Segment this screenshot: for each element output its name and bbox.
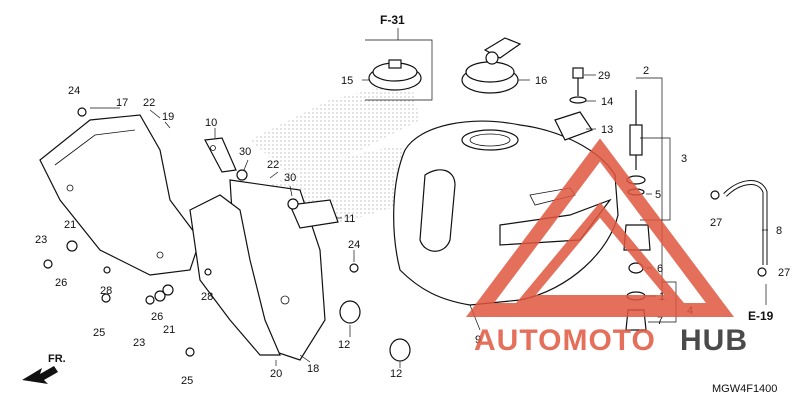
diagram-code: MGW4F1400: [712, 383, 777, 395]
callout-11: 11: [344, 213, 355, 225]
callout-16: 16: [535, 75, 547, 87]
svg-text:E-19: E-19: [748, 309, 774, 323]
callout-25-b: 25: [181, 375, 193, 387]
callout-12-a: 12: [338, 339, 350, 351]
watermark-logo: AUTOMOTO HUB: [466, 138, 748, 357]
bolt-29: [572, 67, 584, 96]
front-direction-arrow: FR.: [22, 353, 66, 384]
callout-5: 5: [655, 189, 661, 201]
callout-22-b: 22: [267, 159, 279, 171]
locking-fuel-cap-16: [461, 37, 522, 94]
callout-23-b: 23: [133, 337, 145, 349]
watermark-text-hub: HUB: [680, 324, 748, 357]
callout-27-a: 27: [710, 217, 722, 229]
callout-22-a: 22: [143, 97, 155, 109]
bracket-10: [204, 137, 237, 173]
callout-10: 10: [205, 117, 217, 129]
callout-8: 8: [776, 225, 782, 237]
callout-7: 7: [657, 315, 663, 327]
callout-2: 2: [643, 65, 649, 77]
callout-3: 3: [681, 153, 687, 165]
callout-15: 15: [341, 75, 353, 87]
fasteners: [43, 107, 767, 357]
callout-20: 20: [270, 368, 282, 380]
callout-24-b: 24: [348, 239, 360, 251]
washer-14: [569, 96, 587, 104]
callout-23-a: 23: [35, 234, 47, 246]
callout-21-b: 21: [163, 324, 175, 336]
fuel-cap-15: [368, 59, 422, 91]
reference-e19: E-19: [748, 309, 774, 323]
reference-f31: F-31: [380, 13, 405, 27]
callout-26-a: 26: [55, 277, 67, 289]
callout-24-a: 24: [68, 85, 80, 97]
damper-12-b: [389, 338, 411, 362]
callout-30-b: 30: [284, 172, 296, 184]
callout-21-a: 21: [64, 219, 76, 231]
mount-13: [554, 111, 593, 141]
callout-13: 13: [601, 124, 613, 136]
callout-28-a: 28: [100, 285, 112, 297]
callout-27-b: 27: [778, 267, 790, 279]
callout-18: 18: [307, 363, 319, 375]
damper-12-a: [339, 300, 361, 324]
reference-bracket-f31: F-31: [365, 13, 433, 101]
callout-28-b: 28: [201, 291, 213, 303]
callout-14: 14: [601, 96, 613, 108]
callout-12-b: 12: [390, 368, 402, 380]
callout-29: 29: [598, 70, 610, 82]
watermark-text-automoto: AUTOMOTO: [474, 324, 656, 357]
callout-9: 9: [475, 334, 481, 346]
front-label: FR.: [48, 353, 66, 365]
callout-26-b: 26: [151, 311, 163, 323]
fuel-hose-8: [723, 180, 768, 265]
callout-17: 17: [116, 97, 128, 109]
callout-6: 6: [657, 263, 663, 275]
left-shroud-17: [39, 114, 201, 276]
bracket-11: [289, 199, 339, 229]
callout-19: 19: [162, 111, 174, 123]
callout-30-a: 30: [239, 146, 251, 158]
callout-25-a: 25: [93, 327, 105, 339]
side-cover-20: [189, 194, 281, 356]
